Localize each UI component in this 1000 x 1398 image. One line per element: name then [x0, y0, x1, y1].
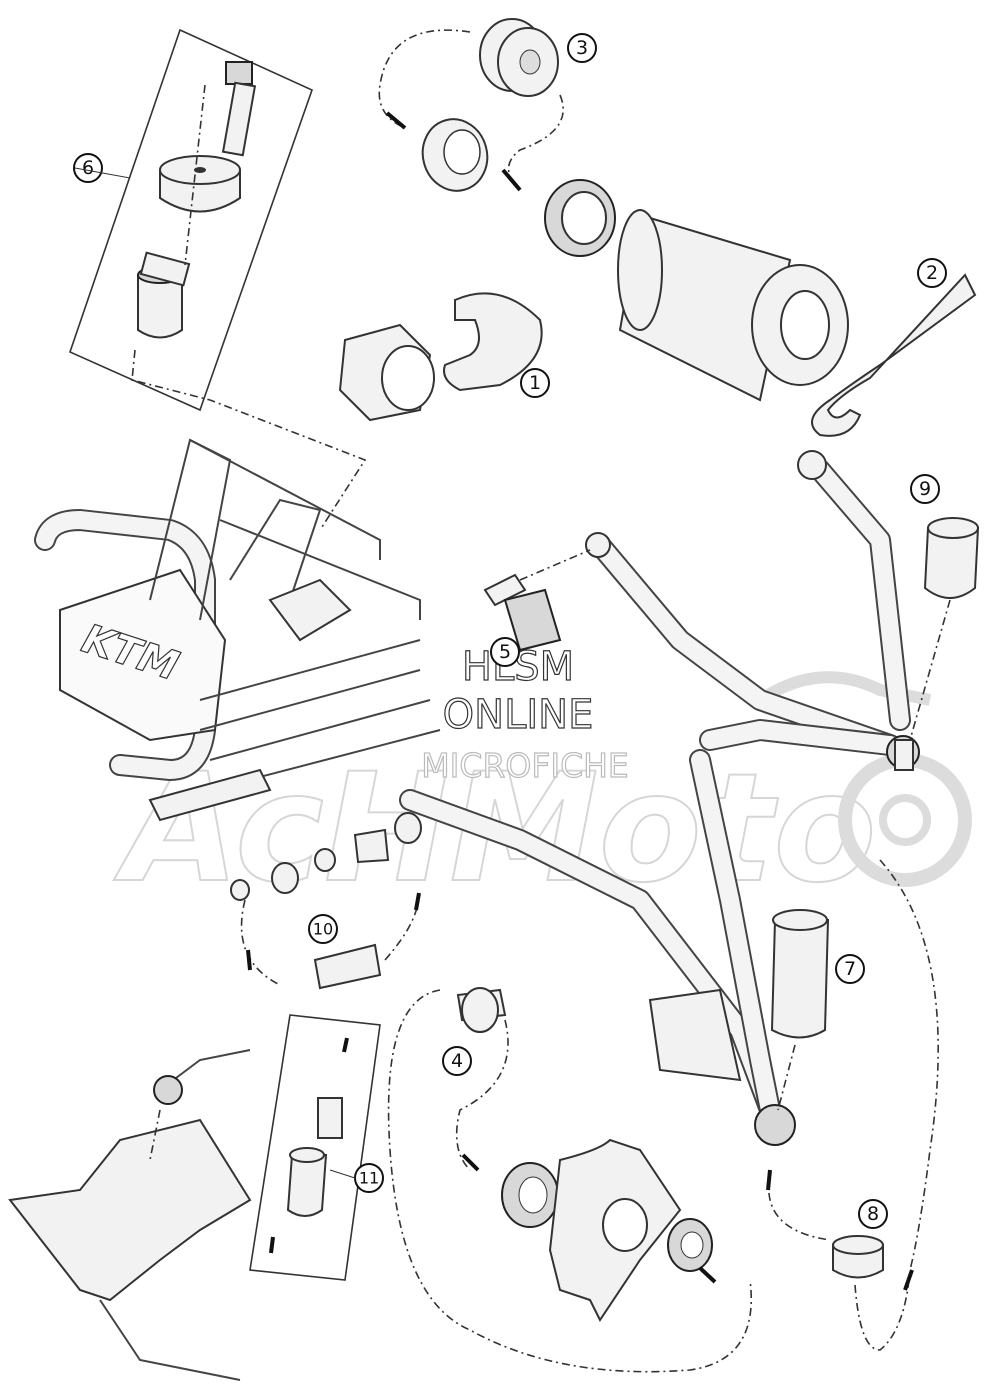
callout-4: 4 [442, 1046, 472, 1076]
leader-line [329, 1169, 356, 1179]
callout-label: 6 [82, 157, 94, 179]
arrow-icon [903, 1269, 914, 1291]
arrow-icon [385, 111, 407, 130]
watermark-line-2: ONLINE [443, 692, 594, 738]
press-cylinder [617, 209, 849, 402]
callout-label: 8 [867, 1203, 879, 1225]
callout-label: 5 [499, 641, 511, 663]
hub-assembly [387, 987, 752, 1373]
vehicle-frame: KTM [34, 438, 441, 822]
callout-label: 4 [451, 1050, 463, 1072]
callout-3: 3 [567, 33, 597, 63]
callout-label: 9 [919, 478, 931, 500]
press-insert [137, 251, 191, 339]
leader-line [74, 167, 131, 179]
callout-8: 8 [858, 1199, 888, 1229]
callout-9: 9 [910, 474, 940, 504]
arrow-icon [698, 1266, 717, 1284]
callout-6: 6 [73, 153, 103, 183]
callout-label: 2 [926, 262, 938, 284]
callout-label: 3 [576, 37, 588, 59]
callout-11: 11 [354, 1163, 384, 1193]
nut-and-wrench [338, 292, 543, 422]
arrow-icon [414, 892, 421, 911]
press-sleeve [159, 155, 241, 213]
arrow-icon [461, 1153, 480, 1172]
arrow-icon [766, 1169, 772, 1191]
bushing-8 [768, 859, 939, 1351]
watermark-line-3: MICROFICHE [421, 746, 629, 785]
callout-10: 10 [308, 914, 338, 944]
tie-rod-sleeve [909, 517, 980, 741]
arrow-icon [342, 1037, 349, 1053]
assembly-arrows [246, 111, 914, 1291]
arrow-icon [246, 949, 252, 971]
callout-label: 1 [529, 372, 541, 394]
callout-1: 1 [520, 368, 550, 398]
callout-label: 7 [844, 958, 856, 980]
tie-rod [797, 450, 911, 731]
press-tool-group [69, 28, 367, 531]
knuckle-inset [8, 1014, 381, 1381]
press-sleeve-7 [770, 909, 830, 1111]
lower-a-arm [399, 749, 796, 1146]
press-bolt [221, 61, 257, 157]
arrow-icon [501, 168, 522, 192]
bushing-set [378, 18, 616, 257]
callout-5: 5 [490, 637, 520, 667]
removal-tool-5 [483, 549, 591, 652]
spanner-wrench [811, 273, 977, 437]
callout-label: 11 [359, 1169, 379, 1188]
arrow-icon [269, 1236, 275, 1254]
upper-a-arm [585, 532, 920, 771]
callout-7: 7 [835, 954, 865, 984]
callout-2: 2 [917, 258, 947, 288]
watermark-text: HLSM ONLINE MICROFICHE [421, 643, 630, 785]
pivot-bushings [230, 812, 422, 990]
callout-label: 10 [313, 920, 333, 939]
